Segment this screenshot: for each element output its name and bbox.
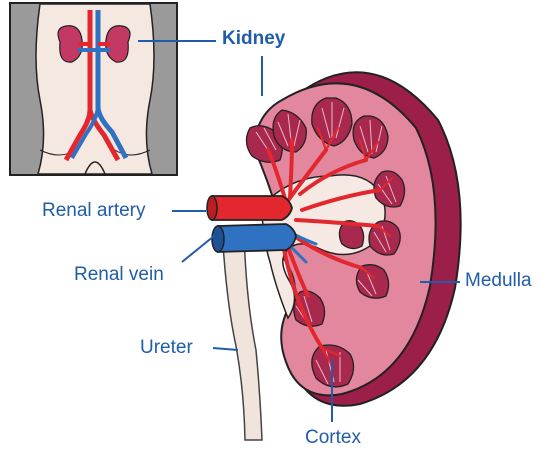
renal-vein-label: Renal vein (74, 264, 164, 286)
renal-artery-label: Renal artery (42, 200, 146, 222)
medulla-label: Medulla (465, 270, 532, 292)
kidney-label: Kidney (222, 28, 285, 50)
cortex-label: Cortex (305, 427, 361, 449)
body-inset (10, 3, 177, 175)
renal-artery (212, 196, 292, 220)
ureter-leader (213, 348, 238, 350)
renal-vein (218, 224, 296, 252)
renal-vein-leader (182, 236, 214, 262)
ureter-label: Ureter (140, 337, 193, 359)
inset-torso (36, 4, 154, 174)
ureter-tube (222, 228, 262, 440)
